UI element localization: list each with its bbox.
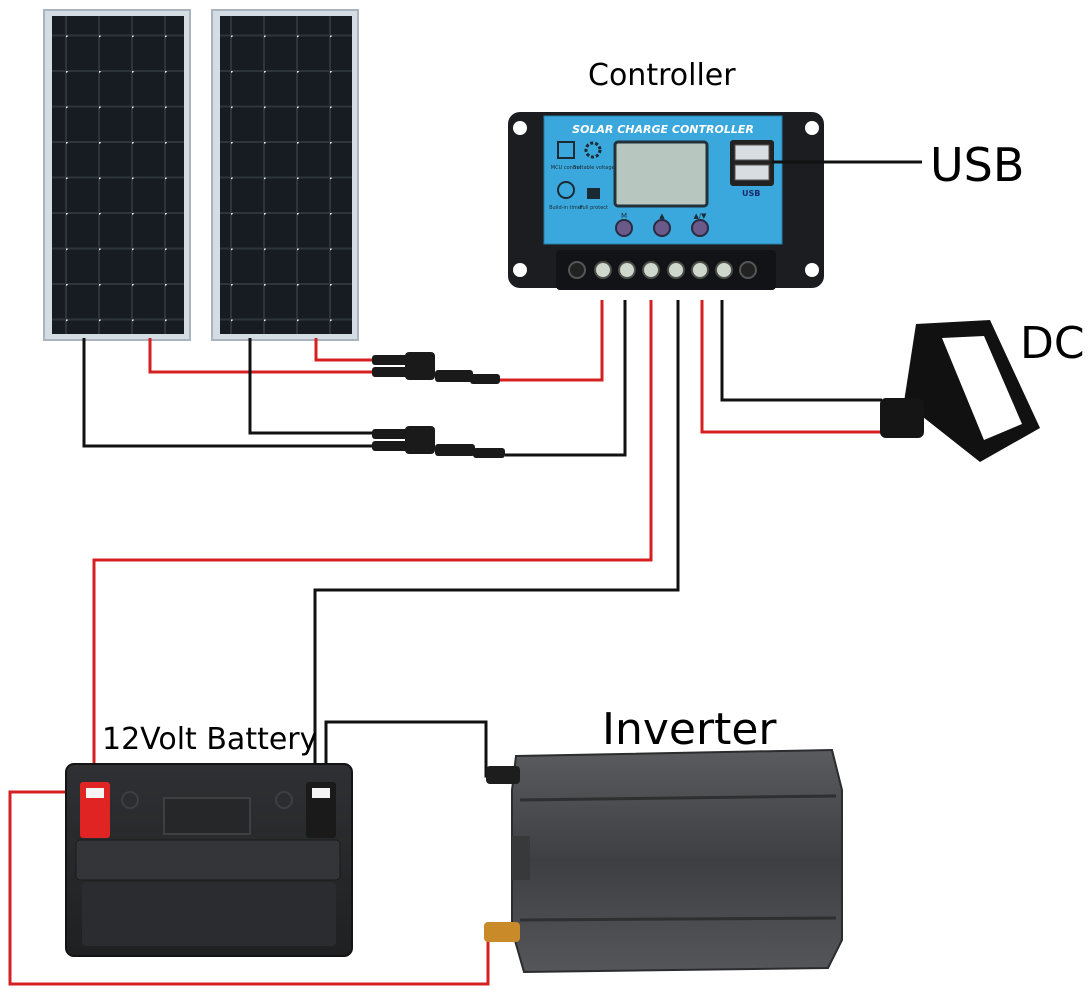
controller-label: Controller — [588, 58, 736, 93]
panel-wiring — [82, 300, 627, 457]
icon-text-3: Build-in timer — [549, 205, 584, 211]
icon-text-4: Full protect — [580, 205, 608, 211]
combined-negative-wire — [505, 300, 627, 457]
down-button[interactable] — [691, 219, 709, 237]
usb-label: USB — [930, 138, 1025, 192]
panel2-positive-wire — [314, 338, 372, 362]
inverter — [484, 748, 843, 974]
inverter-positive-post — [484, 922, 520, 942]
battery-label: 12Volt Battery — [102, 722, 318, 757]
usb-port-1 — [734, 144, 770, 161]
lcd-screen — [613, 140, 709, 208]
charge-controller: SOLAR CHARGE CONTROLLER MCU control Sett… — [508, 112, 824, 290]
inverter-negative-post — [486, 766, 520, 784]
inverter-label: Inverter — [602, 704, 777, 755]
terminal-block — [556, 250, 776, 290]
solar-panel-2 — [211, 9, 359, 341]
dc-label: DC — [1020, 318, 1085, 369]
button-mark-1: M — [621, 212, 627, 220]
usb-badge: USB — [742, 189, 760, 198]
mc4-connectors — [372, 352, 505, 458]
icon-text-2: Settable voltage — [573, 165, 614, 171]
button-mark-3: ▲/▼ — [693, 212, 707, 220]
up-button[interactable] — [653, 219, 671, 237]
dc-load-wiring — [700, 300, 882, 434]
panel1-positive-wire — [148, 338, 372, 374]
menu-button[interactable] — [615, 219, 633, 237]
controller-title: SOLAR CHARGE CONTROLLER — [572, 123, 754, 136]
lock-icon — [587, 188, 600, 199]
mcu-icon — [557, 141, 575, 159]
panel1-negative-wire — [82, 338, 372, 448]
button-mark-2: ▲ — [659, 212, 665, 220]
solar-panel-1 — [43, 9, 191, 341]
terminal-screws — [568, 261, 757, 279]
settings-icon — [584, 141, 602, 159]
battery — [65, 763, 353, 957]
timer-icon — [557, 181, 575, 199]
icon-text-1: MCU control — [551, 165, 581, 171]
panel2-negative-wire — [248, 338, 372, 435]
usb-port-2 — [734, 164, 770, 181]
combined-positive-wire — [500, 300, 604, 382]
dc-load-lamp — [880, 320, 1040, 462]
